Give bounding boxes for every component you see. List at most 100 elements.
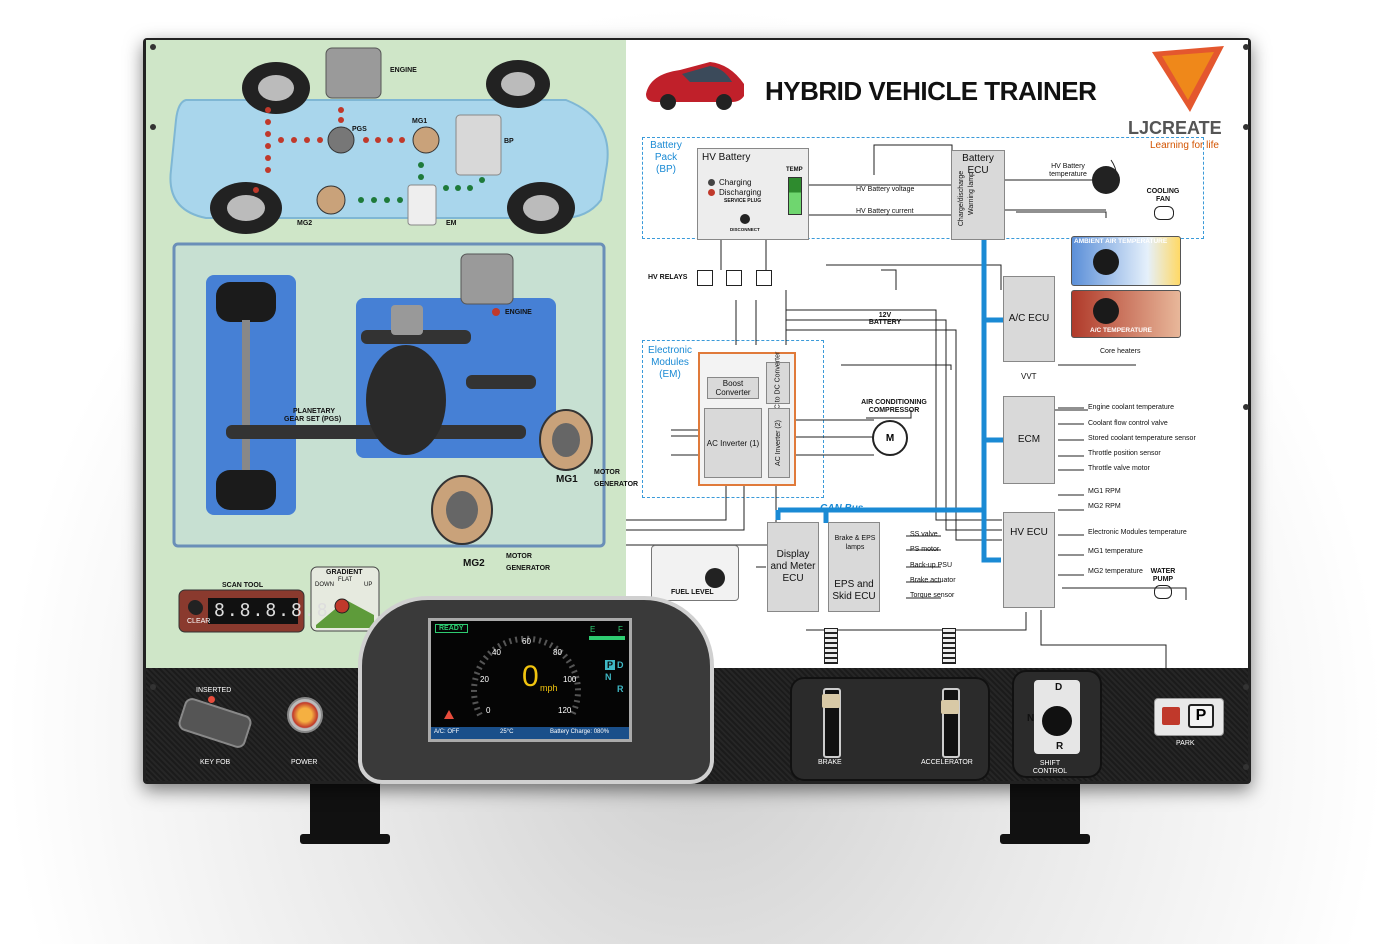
- tick-40: 40: [492, 648, 501, 657]
- battery-pack-label: Battery Pack (BP): [650, 140, 682, 175]
- scan-tool-display: 8.8.8.8.8: [214, 600, 330, 621]
- pgs-label-line2: GEAR SET (PGS): [284, 416, 342, 423]
- ready-badge: READY: [435, 624, 468, 633]
- battery-pack-group-label: Battery Pack (BP): [648, 140, 684, 176]
- tick-120: 120: [558, 706, 572, 715]
- drivetrain-mg2-label: MG2: [297, 220, 313, 227]
- park-button[interactable]: P: [1188, 704, 1214, 728]
- park-label: PARK: [1176, 740, 1195, 747]
- screw: [1243, 404, 1249, 410]
- cooling-fan-icon: [1154, 206, 1174, 220]
- accelerator-pedal-knob[interactable]: [941, 700, 959, 714]
- hv-current-signal: HV Battery current: [856, 208, 914, 215]
- accelerator-label: ACCELERATOR: [921, 759, 973, 766]
- cluster-status-bar: [431, 727, 629, 739]
- battery-ecu-label: Battery ECU: [962, 153, 994, 176]
- tick-60: 60: [522, 637, 531, 646]
- ambient-temp-knob[interactable]: [1093, 249, 1119, 275]
- charge-discharge-label: Charge/discharge: [958, 170, 966, 227]
- ambient-temp-panel: [1071, 236, 1181, 286]
- ljcreate-logo-icon: [1152, 46, 1224, 112]
- dcdc-converter-box: DC to DC Converter: [766, 352, 790, 414]
- accelerator-pedal[interactable]: [942, 688, 960, 758]
- service-plug-label: SERVICE PLUG: [724, 198, 762, 204]
- shift-d-label: D: [1055, 682, 1063, 693]
- mg2-motor-label: MOTOR: [506, 553, 532, 560]
- gradient-down-label: DOWN: [315, 582, 334, 588]
- eps-output-4: Brake actuator: [910, 577, 956, 584]
- hv-input-3: Electronic Modules temperature: [1088, 529, 1187, 536]
- drivetrain-graphic: [169, 47, 609, 633]
- relay-3: [756, 270, 772, 286]
- page-title: HYBRID VEHICLE TRAINER: [765, 76, 1097, 106]
- battery-ecu-box: Battery ECU: [951, 150, 1005, 240]
- battery-12v-label: 12V BATTERY: [868, 312, 902, 326]
- battery-charge-status: Battery Charge: 080%: [550, 729, 610, 735]
- electronic-modules-group-label: Electronic Modules (EM): [646, 345, 694, 381]
- service-plug-button[interactable]: [740, 214, 750, 224]
- park-letter: P: [1195, 707, 1207, 724]
- gearbox-mg2-label: MG2: [463, 558, 485, 569]
- right-stand: [1010, 780, 1080, 842]
- screw: [150, 684, 156, 690]
- inserted-lamp: [208, 696, 215, 703]
- mg1-generator-label: GENERATOR: [594, 481, 639, 488]
- left-stand-foot: [300, 834, 390, 844]
- drivetrain-engine-label: ENGINE: [390, 67, 417, 74]
- gear-d: D: [617, 660, 624, 670]
- car-image: [646, 62, 744, 110]
- ecm-input-1: Engine coolant temperature: [1088, 404, 1174, 411]
- dcdc-converter-label: DC to DC Converter: [774, 351, 782, 415]
- ac-temp-knob[interactable]: [1093, 298, 1119, 324]
- inverter1-label: AC Inverter (1): [706, 438, 760, 448]
- relay-2: [726, 270, 742, 286]
- temp-label: TEMP: [786, 167, 803, 173]
- fuel-f-label: F: [618, 625, 623, 634]
- fuel-level-label: FUEL LEVEL: [671, 589, 714, 596]
- key-fob-label: KEY FOB: [200, 759, 231, 766]
- ecm-input-4: Throttle position sensor: [1088, 450, 1161, 457]
- core-heaters-signal: Core heaters: [1100, 348, 1141, 355]
- electronic-modules-group: [642, 340, 824, 498]
- can-bus-label: CAN Bus: [820, 503, 864, 514]
- screw: [1243, 764, 1249, 770]
- warning-lamp-label: Warning lamp: [967, 172, 975, 215]
- display-ecu-box: Display and Meter ECU: [767, 522, 819, 612]
- tick-0: 0: [486, 706, 491, 715]
- discharging-lamp: [708, 189, 715, 196]
- ac-ecu-box: A/C ECU: [1003, 276, 1055, 362]
- gradient-flat-label: FLAT: [338, 577, 353, 583]
- brake-indicator: [824, 628, 838, 664]
- hv-voltage-signal: HV Battery voltage: [856, 186, 915, 193]
- compressor-label: AIR CONDITIONING COMPRESSOR: [861, 399, 927, 414]
- drivetrain-pgs-label: PGS: [352, 126, 367, 133]
- ecm-label: ECM: [1017, 434, 1041, 445]
- tick-20: 20: [480, 675, 489, 684]
- water-pump-label: WATER PUMP: [1150, 568, 1176, 583]
- temp-bar: [788, 177, 802, 215]
- drivetrain-bp-label: BP: [504, 138, 514, 145]
- accelerator-indicator: [942, 628, 956, 664]
- cooling-fan-label: COOLING FAN: [1146, 188, 1180, 203]
- eps-output-5: Torque sensor: [910, 592, 955, 599]
- power-button[interactable]: [287, 697, 323, 733]
- compressor-motor-icon: M: [872, 420, 908, 456]
- eps-ecu-label: EPS and Skid ECU: [832, 579, 876, 602]
- gradient-knob[interactable]: [335, 599, 349, 613]
- electronic-modules-label: Electronic Modules (EM): [648, 345, 692, 380]
- eps-output-3: Back-up PSU: [910, 562, 953, 569]
- gradient-label: GRADIENT: [326, 569, 363, 576]
- brand-tagline: Learning for life: [1150, 140, 1219, 151]
- shift-lever[interactable]: [1042, 706, 1072, 736]
- hv-temp-knob[interactable]: [1092, 166, 1120, 194]
- brake-pedal-knob[interactable]: [822, 694, 840, 708]
- fuel-knob[interactable]: [705, 568, 725, 588]
- schematic-wiring: [626, 144, 1187, 668]
- ac-ecu-label: A/C ECU: [1008, 313, 1050, 324]
- gearbox-mg1-label: MG1: [556, 474, 578, 485]
- scan-tool-label: SCAN TOOL: [222, 582, 264, 589]
- inserted-label: INSERTED: [196, 687, 232, 694]
- hv-input-5: MG2 temperature: [1088, 568, 1143, 575]
- scan-tool-clear-button[interactable]: [188, 600, 202, 614]
- charging-lamp: [708, 179, 715, 186]
